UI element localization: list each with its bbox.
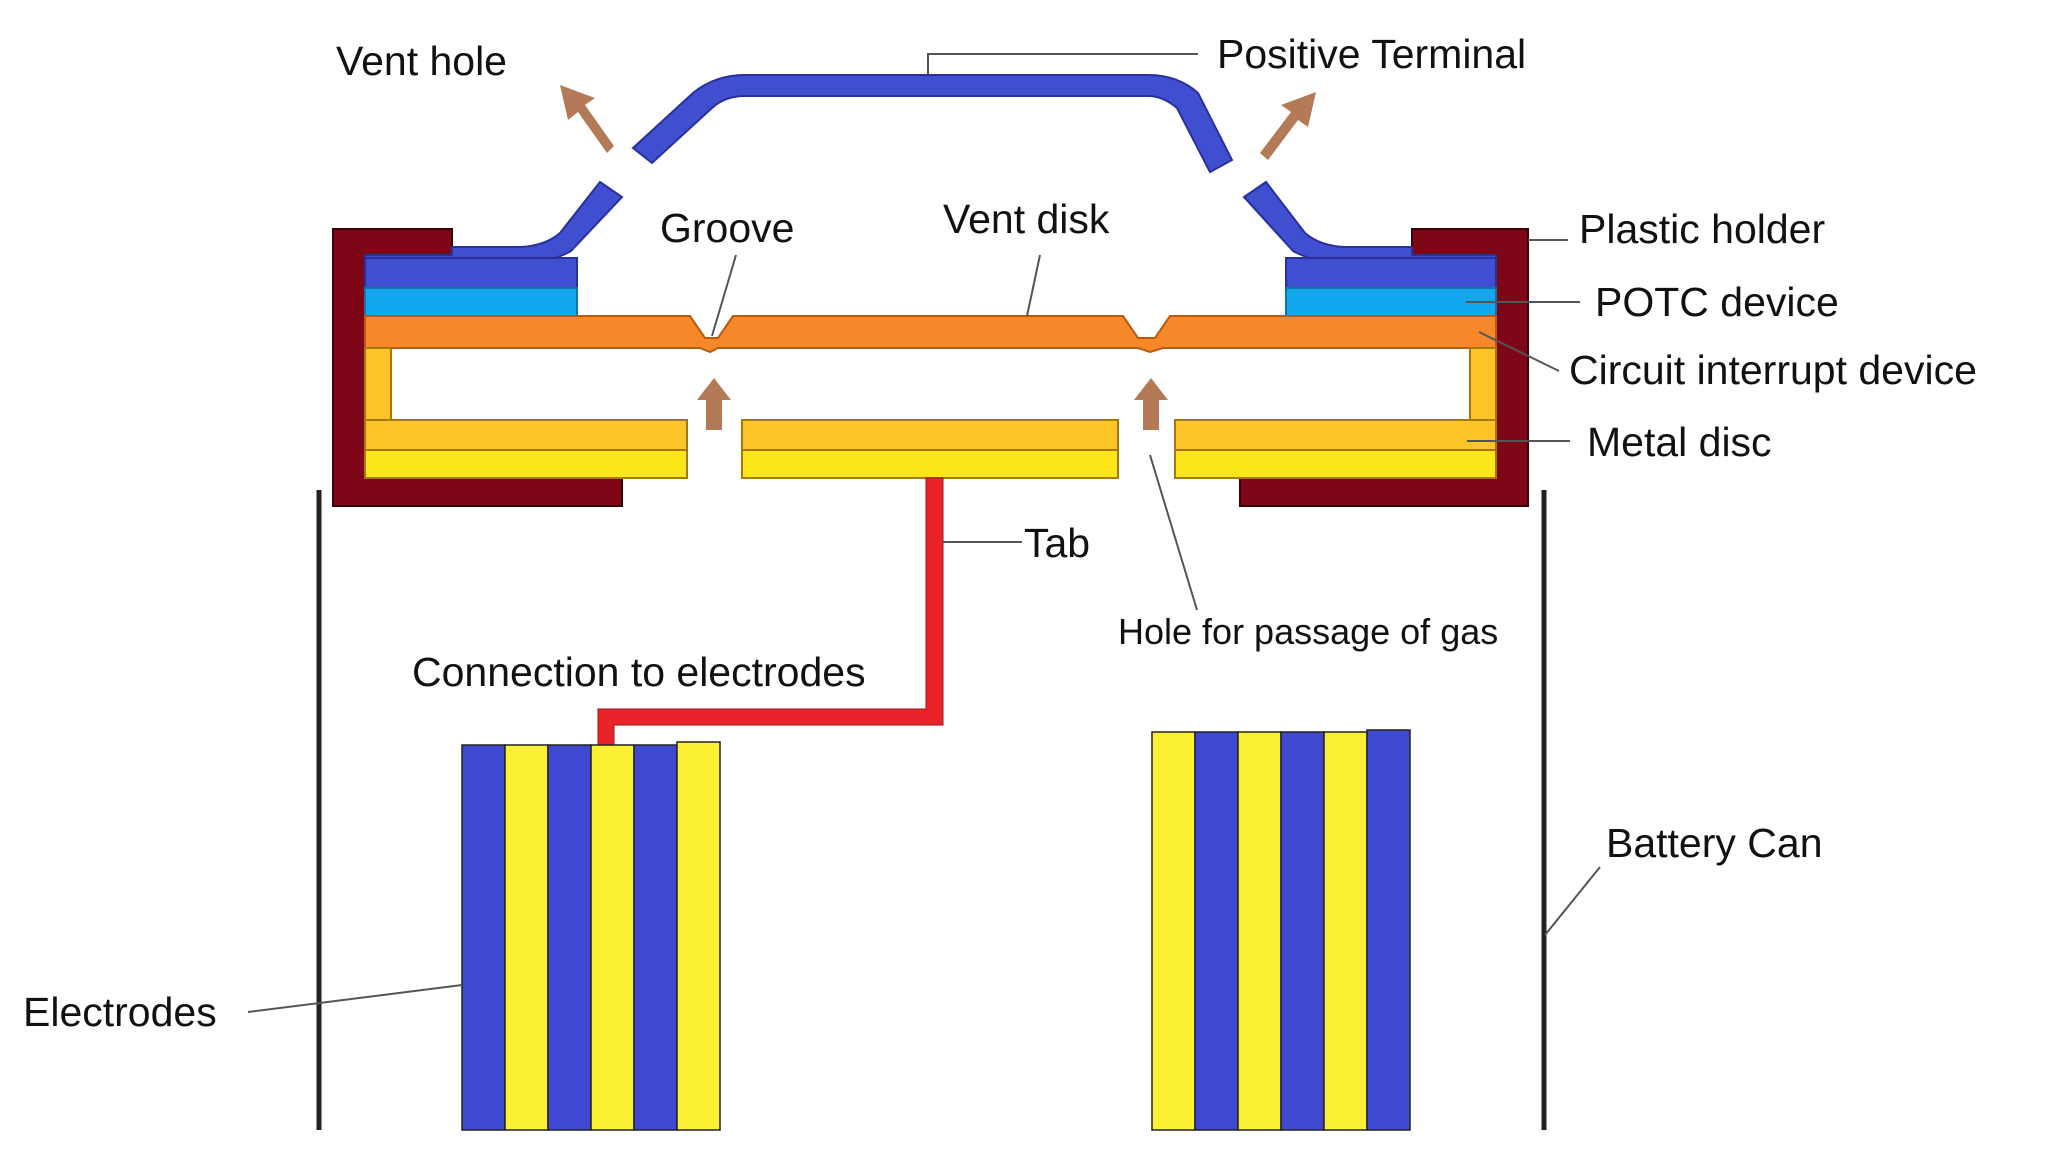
electrodes-left bbox=[461, 741, 721, 1131]
label-hole-for-gas: Hole for passage of gas bbox=[1118, 611, 1498, 652]
arrow-up-right-icon bbox=[560, 85, 1316, 160]
potc-device-right bbox=[1285, 287, 1497, 317]
label-circuit-interrupt-device: Circuit interrupt device bbox=[1569, 347, 1977, 393]
label-vent-disk: Vent disk bbox=[943, 196, 1110, 242]
label-vent-hole: Vent hole bbox=[336, 38, 507, 84]
side-post-left bbox=[364, 347, 392, 421]
label-potc-device: POTC device bbox=[1595, 279, 1839, 325]
tab bbox=[597, 477, 944, 751]
potc-device-left bbox=[364, 287, 578, 317]
label-plastic-holder: Plastic holder bbox=[1579, 206, 1825, 252]
electrodes-right bbox=[1151, 729, 1411, 1131]
positive-terminal bbox=[364, 74, 1497, 263]
label-positive-terminal: Positive Terminal bbox=[1217, 31, 1526, 77]
label-connection-to-electrodes: Connection to electrodes bbox=[412, 649, 866, 695]
terminal-band-right bbox=[1285, 257, 1497, 289]
label-battery-can: Battery Can bbox=[1606, 820, 1823, 866]
battery-can bbox=[316, 490, 1547, 1130]
side-post-right bbox=[1469, 347, 1497, 421]
label-metal-disc: Metal disc bbox=[1587, 419, 1772, 465]
terminal-band-left bbox=[364, 257, 578, 289]
metal-disc bbox=[364, 419, 1497, 479]
label-tab: Tab bbox=[1024, 520, 1090, 566]
label-electrodes: Electrodes bbox=[23, 989, 217, 1035]
label-groove: Groove bbox=[660, 205, 794, 251]
vent-disk bbox=[364, 315, 1497, 354]
arrow-up-icon bbox=[697, 378, 1168, 430]
leader-lines bbox=[247, 53, 1601, 1013]
